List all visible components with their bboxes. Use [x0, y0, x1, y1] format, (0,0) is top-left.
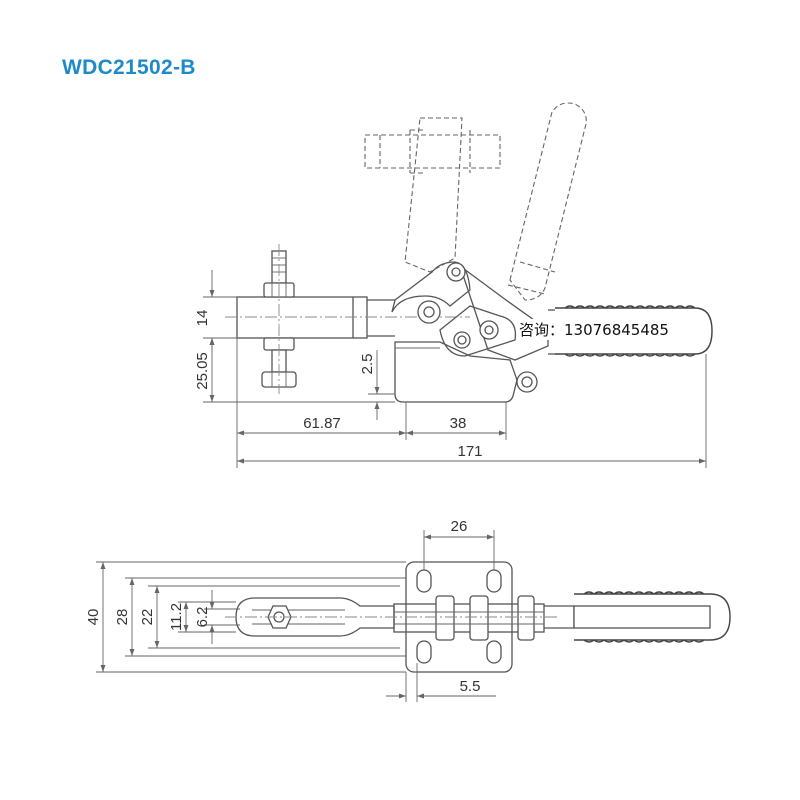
- dim-40-label: 40: [85, 609, 102, 626]
- drawing-title: WDC21502-B: [62, 56, 196, 79]
- contact-phone-text: 咨询：13076845485: [517, 319, 671, 340]
- clamp-arm: [236, 296, 368, 339]
- dim-5-5-label: 5.5: [460, 678, 481, 695]
- dim-2-5-label: 2.5: [359, 354, 376, 375]
- spindle: [261, 244, 297, 394]
- top-arm: [235, 597, 395, 637]
- top-handle-grip: [574, 591, 731, 643]
- dim-38-label: 38: [450, 415, 467, 432]
- dim-11-2-label: 11.2: [168, 603, 185, 631]
- dim-22-label: 22: [139, 609, 156, 626]
- mounting-slots: [416, 569, 502, 664]
- top-view: 26 40 28 22 11.2 6.2 5.5: [85, 518, 731, 702]
- dim-28-label: 28: [114, 609, 131, 626]
- dim-6-2-label: 6.2: [194, 607, 211, 628]
- dim-61-87-label: 61.87: [303, 415, 341, 432]
- dim-25-05-label: 25.05: [194, 352, 211, 390]
- dim-14-label: 14: [194, 310, 211, 327]
- open-position-phantom: [364, 102, 587, 301]
- base-block: [394, 341, 518, 403]
- dim-171-label: 171: [457, 443, 482, 460]
- side-view: 14 25.05 2.5 61.87 38 171: [194, 102, 713, 468]
- dim-26-label: 26: [451, 518, 468, 535]
